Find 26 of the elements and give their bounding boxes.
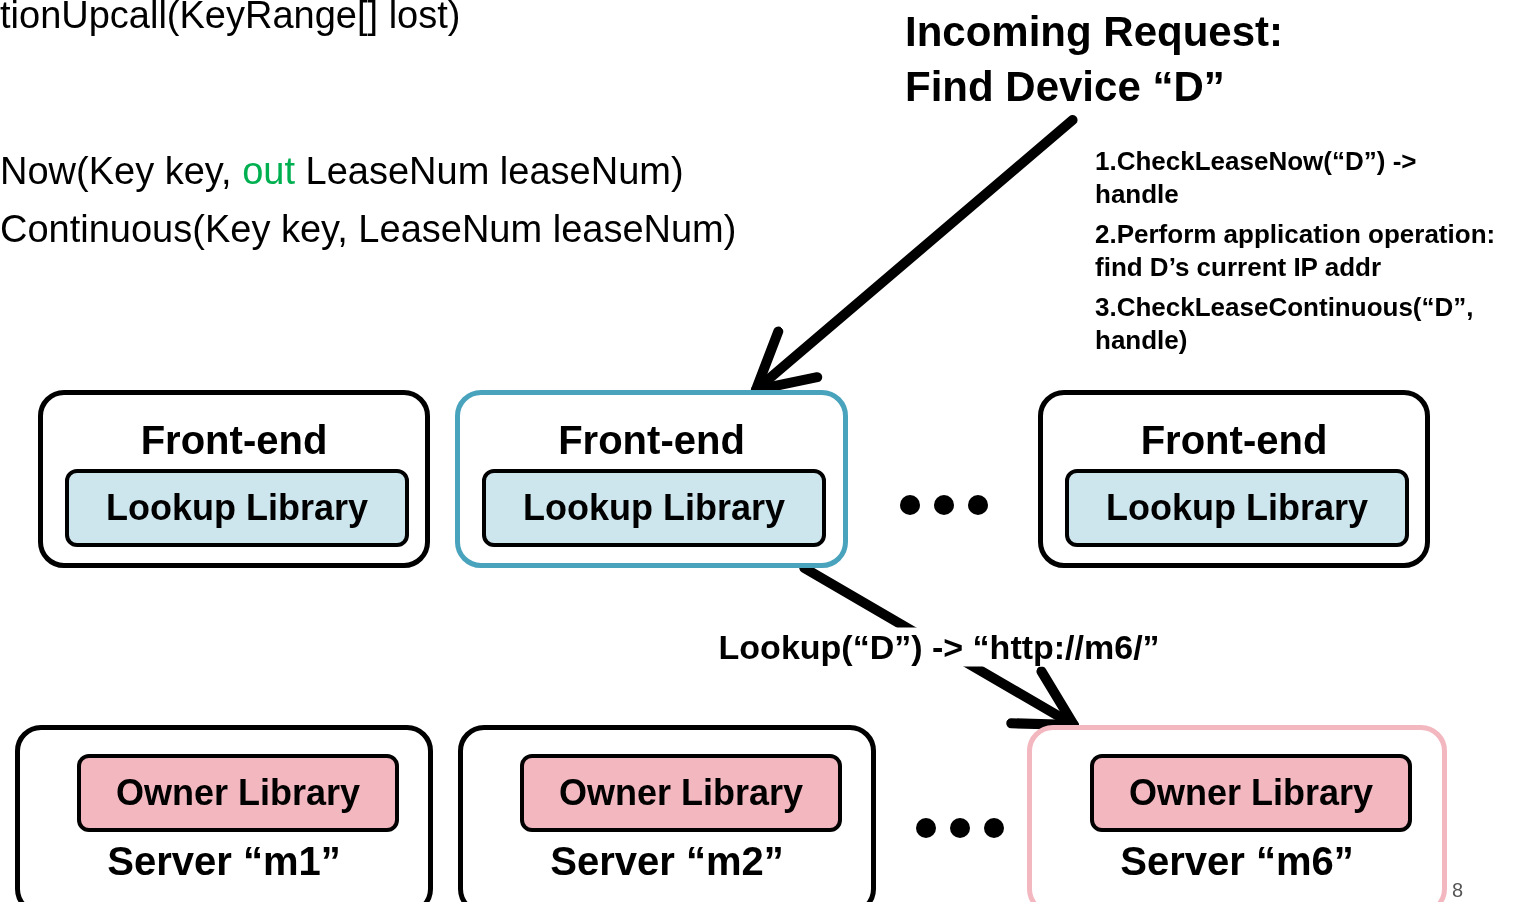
box-heading: Front-end — [557, 417, 746, 463]
box-heading: Server “m1” — [106, 838, 342, 884]
server-box — [458, 725, 876, 902]
lookup-library-box: Lookup Library — [1065, 469, 1409, 547]
owner-library-box: Owner Library — [520, 754, 842, 832]
request-text: Incoming Request: Find Device “D” — [905, 7, 1285, 112]
lookup-library-box: Lookup Library — [482, 469, 826, 547]
box-heading: Server “m6” — [1119, 838, 1355, 884]
front-end-box — [455, 390, 848, 568]
front-end-box — [38, 390, 430, 568]
server-box — [1027, 725, 1447, 902]
page-number: 8 — [1452, 878, 1464, 902]
box-heading: Front-end — [1139, 417, 1329, 463]
code-line: tionUpcall(KeyRange[] lost) — [0, 0, 461, 38]
front-end-box — [1038, 390, 1430, 568]
owner-library-box: Owner Library — [77, 754, 399, 832]
step-text: 3.CheckLeaseContinuous(“D”, handle) — [1095, 291, 1475, 356]
owner-library-box: Owner Library — [1090, 754, 1412, 832]
box-heading: Front-end — [139, 417, 329, 463]
lookup-library-box: Lookup Library — [65, 469, 409, 547]
step-text: 2.Perform application operation: find D’s current IP addr — [1095, 218, 1497, 283]
code-line: Now(Key key, out LeaseNum leaseNum) — [0, 149, 684, 194]
box-heading: Server “m2” — [549, 838, 785, 884]
step-text: 1.CheckLeaseNow(“D”) -> handle — [1095, 145, 1418, 210]
code-line: Continuous(Key key, LeaseNum leaseNum) — [0, 207, 737, 252]
server-box — [15, 725, 433, 902]
